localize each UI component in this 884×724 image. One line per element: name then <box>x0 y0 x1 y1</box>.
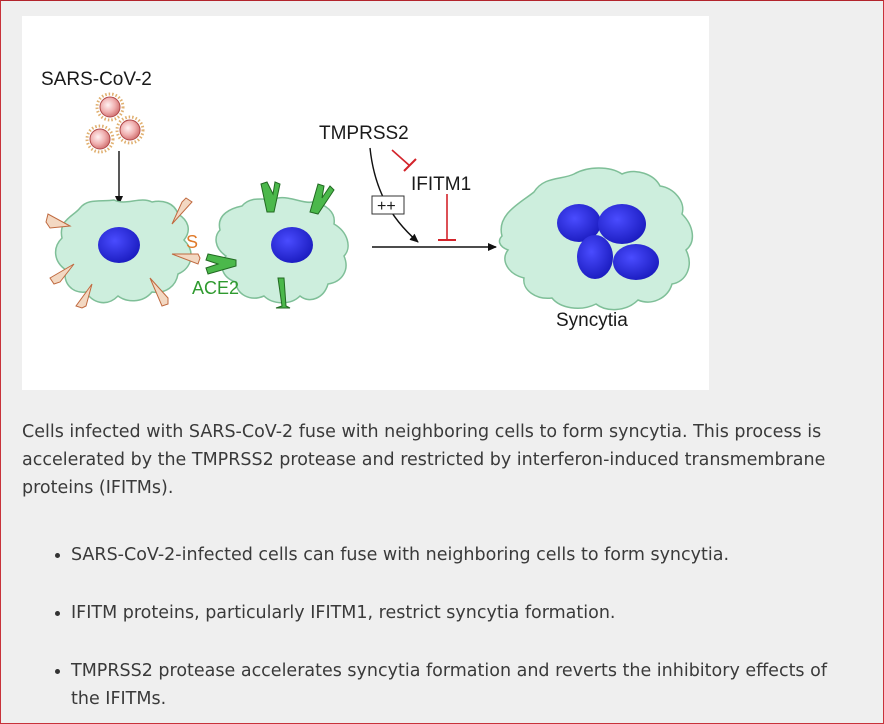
bullet-text: SARS-CoV-2-infected cells can fuse with … <box>71 545 730 565</box>
tmprss2-inhibit-line <box>391 149 411 167</box>
list-item: TMPRSS2 protease accelerates syncytia fo… <box>48 657 848 713</box>
syncytia-figure: SARS-CoV-2 <box>22 16 709 390</box>
virion-2 <box>85 124 115 154</box>
tmprss2-accelerate-arrow <box>369 147 419 243</box>
ifitm1-label: IFITM1 <box>411 174 471 195</box>
key-points-list: SARS-CoV-2-infected cells can fuse with … <box>48 541 848 723</box>
infected-nucleus <box>98 227 140 263</box>
list-item: SARS-CoV-2-infected cells can fuse with … <box>48 541 848 569</box>
virus-label: SARS-CoV-2 <box>41 69 152 90</box>
list-item: IFITM proteins, particularly IFITM1, res… <box>48 599 848 627</box>
figure-diagram: SARS-CoV-2 <box>41 69 694 331</box>
bullet-text: TMPRSS2 protease accelerates syncytia fo… <box>71 661 827 709</box>
spike-label: S <box>186 232 198 252</box>
target-nucleus <box>271 227 313 263</box>
figure-caption: Cells infected with SARS-CoV-2 fuse with… <box>22 422 826 498</box>
syncytia-label: Syncytia <box>556 310 628 331</box>
ace2-label: ACE2 <box>192 278 239 298</box>
virion-1 <box>95 92 125 122</box>
ace2-receptors <box>205 181 335 309</box>
plus-label: ++ <box>377 198 396 215</box>
virion-3 <box>115 115 145 145</box>
bullet-text: IFITM proteins, particularly IFITM1, res… <box>71 603 616 623</box>
bullet-dot <box>55 611 60 616</box>
tmprss2-label: TMPRSS2 <box>319 123 409 144</box>
tmprss2-inhibit-bar <box>403 158 417 172</box>
spike-proteins <box>45 197 201 309</box>
bullet-dot <box>55 669 60 674</box>
syncytium-nuclei <box>557 204 659 280</box>
plus-box <box>371 195 405 215</box>
bullet-dot <box>55 553 60 558</box>
